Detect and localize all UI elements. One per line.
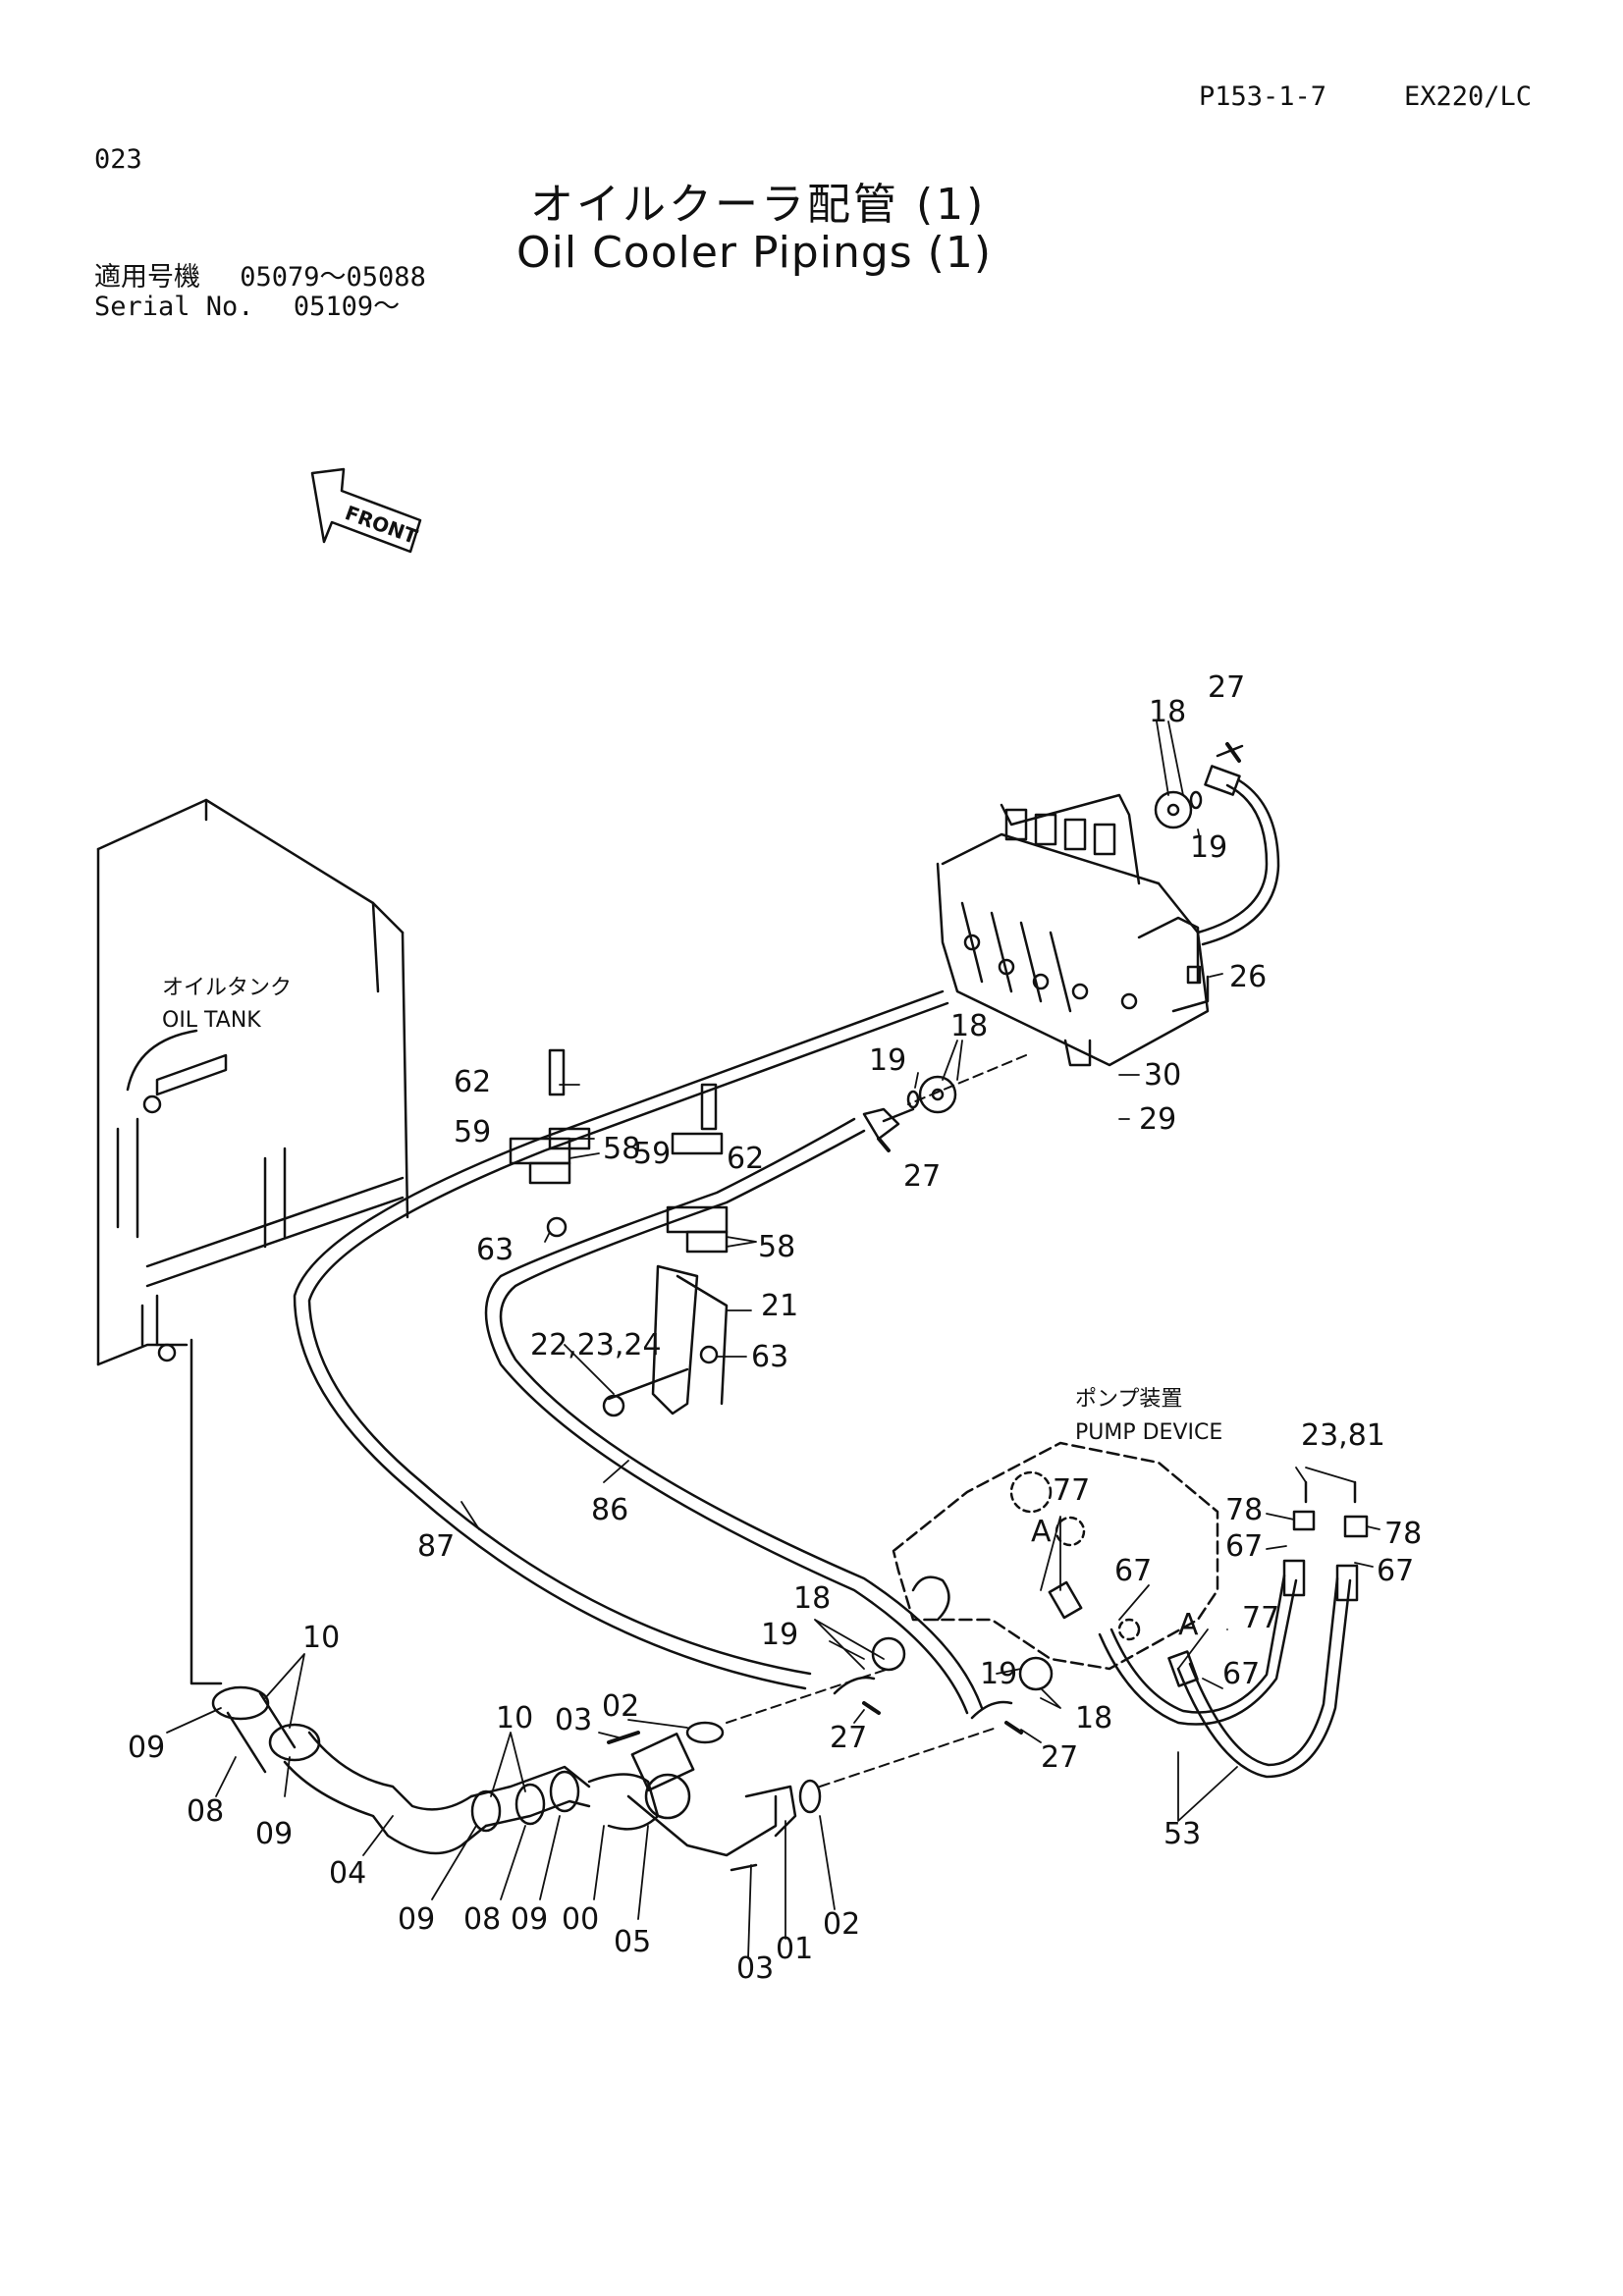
callout-27b: 27 bbox=[903, 1159, 941, 1194]
oil-tank-label-jp: オイルタンク bbox=[162, 976, 292, 1000]
callout-Ab: A bbox=[1178, 1608, 1199, 1642]
callout-62b: 62 bbox=[727, 1142, 764, 1176]
callout-59b: 59 bbox=[633, 1137, 671, 1171]
clamp-right bbox=[602, 1083, 729, 1417]
callout-29: 29 bbox=[1139, 1102, 1176, 1137]
callout-18d: 18 bbox=[1075, 1701, 1112, 1735]
hose-top-right bbox=[1154, 742, 1280, 946]
callout-09d: 09 bbox=[511, 1902, 548, 1937]
callout-21: 21 bbox=[761, 1289, 798, 1323]
callout-77a: 77 bbox=[1053, 1473, 1090, 1508]
callout-19a: 19 bbox=[1190, 830, 1227, 865]
callout-03b: 03 bbox=[736, 1951, 774, 1986]
callout-67b: 67 bbox=[1377, 1554, 1414, 1588]
callout-53: 53 bbox=[1163, 1817, 1201, 1851]
callout-23-81: 23,81 bbox=[1301, 1418, 1385, 1453]
callout-63b: 63 bbox=[751, 1340, 788, 1374]
oil-tank-label-en: OIL TANK bbox=[162, 1008, 261, 1033]
callout-19b: 19 bbox=[869, 1043, 906, 1078]
flange-mid bbox=[877, 1075, 957, 1152]
flange-lower-b bbox=[970, 1656, 1054, 1735]
callout-22-23-24: 22,23,24 bbox=[530, 1328, 662, 1362]
callout-58a: 58 bbox=[603, 1132, 640, 1166]
serial-label-jp: 適用号機 bbox=[94, 262, 200, 293]
pump-device-label-en: PUMP DEVICE bbox=[1075, 1420, 1222, 1445]
callout-18a: 18 bbox=[1149, 695, 1186, 729]
serial-label-en: Serial No. bbox=[94, 292, 254, 322]
callout-18c: 18 bbox=[793, 1581, 831, 1616]
clamp-left bbox=[509, 1048, 591, 1238]
callout-02a: 02 bbox=[602, 1689, 639, 1724]
callout-09b: 09 bbox=[255, 1817, 293, 1851]
callout-78a: 78 bbox=[1225, 1493, 1263, 1527]
serial-applicable: 適用号機 05079～05088 bbox=[94, 255, 426, 294]
callout-67a: 67 bbox=[1225, 1529, 1263, 1564]
control-valve bbox=[936, 793, 1210, 1067]
page-title-en: Oil Cooler Pipings (1) bbox=[516, 228, 992, 278]
o-ring-02b bbox=[798, 1779, 822, 1814]
callout-26: 26 bbox=[1229, 960, 1267, 994]
callout-30: 30 bbox=[1144, 1058, 1181, 1093]
callout-10b: 10 bbox=[496, 1701, 533, 1735]
callout-67d: 67 bbox=[1222, 1657, 1260, 1691]
callout-Aa: A bbox=[1031, 1515, 1052, 1549]
callout-59a: 59 bbox=[454, 1115, 491, 1149]
callout-09a: 09 bbox=[128, 1731, 165, 1765]
callout-10a: 10 bbox=[302, 1621, 340, 1655]
callout-27a: 27 bbox=[1208, 670, 1245, 705]
callout-09c: 09 bbox=[398, 1902, 435, 1937]
sheet-number: 023 bbox=[94, 144, 142, 175]
callout-01: 01 bbox=[776, 1932, 813, 1966]
callouts: 27 18 19 26 30 29 18 19 27 62 59 58 63 5… bbox=[128, 670, 1422, 1986]
front-arrow-icon: FRONT bbox=[310, 467, 422, 554]
callout-87: 87 bbox=[417, 1529, 455, 1564]
callout-04: 04 bbox=[329, 1856, 366, 1891]
pipe-86 bbox=[484, 1107, 984, 1715]
callout-19d: 19 bbox=[980, 1657, 1017, 1691]
pipe-87 bbox=[293, 989, 949, 1690]
model-number: EX220/LC bbox=[1404, 81, 1533, 112]
callout-67c: 67 bbox=[1114, 1554, 1152, 1588]
serial-range-1: 05079～05088 bbox=[240, 262, 426, 293]
callout-18b: 18 bbox=[950, 1009, 988, 1043]
pump-device: ポンプ装置 PUMP DEVICE bbox=[892, 1387, 1222, 1671]
callout-19c: 19 bbox=[761, 1618, 798, 1652]
callout-27c: 27 bbox=[830, 1721, 867, 1755]
page-code: P153-1-7 bbox=[1199, 81, 1327, 112]
hoses-53 bbox=[1048, 1480, 1369, 1779]
o-ring-02a bbox=[685, 1721, 725, 1744]
serial-range-2: 05109～ bbox=[293, 292, 401, 322]
callout-78b: 78 bbox=[1384, 1517, 1422, 1551]
callout-86: 86 bbox=[591, 1493, 628, 1527]
callout-62a: 62 bbox=[454, 1065, 491, 1099]
callout-63a: 63 bbox=[476, 1233, 514, 1267]
callout-58b: 58 bbox=[758, 1230, 795, 1264]
leader-lines bbox=[166, 721, 1380, 1959]
callout-00: 00 bbox=[562, 1902, 599, 1937]
callout-27d: 27 bbox=[1041, 1740, 1078, 1775]
serial-number: Serial No. 05109～ bbox=[94, 285, 400, 323]
callout-08a: 08 bbox=[187, 1794, 224, 1829]
callout-02b: 02 bbox=[823, 1907, 860, 1942]
pump-device-label-jp: ポンプ装置 bbox=[1075, 1387, 1182, 1412]
callout-05: 05 bbox=[614, 1925, 651, 1959]
oil-tank: オイルタンク OIL TANK bbox=[96, 798, 409, 1366]
callout-77b: 77 bbox=[1242, 1601, 1279, 1635]
callout-08b: 08 bbox=[463, 1902, 501, 1937]
callout-03a: 03 bbox=[555, 1703, 592, 1737]
page-title-jp: オイルクーラ配管 (1) bbox=[530, 180, 987, 230]
